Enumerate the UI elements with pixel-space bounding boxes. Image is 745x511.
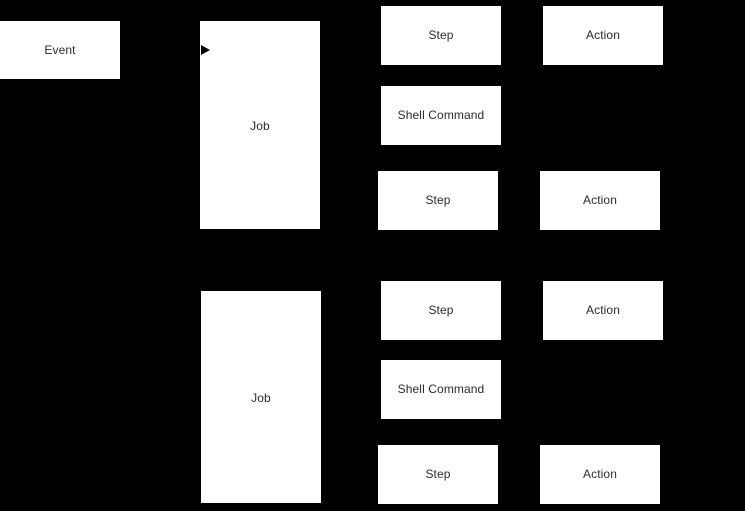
node-label-shell-1: Shell Command (397, 108, 485, 123)
node-step-2[interactable]: Step (378, 171, 498, 230)
node-label-step-1: Step (428, 28, 454, 43)
node-label-shell-2: Shell Command (397, 382, 485, 397)
node-label-job-2: Job (251, 391, 271, 405)
node-step-3[interactable]: Step (381, 281, 501, 340)
node-label-action-1: Action (586, 28, 620, 43)
node-action-2[interactable]: Action (540, 171, 660, 230)
node-label-action-2: Action (583, 193, 617, 208)
node-action-1[interactable]: Action (543, 6, 663, 65)
node-shell-1[interactable]: Shell Command (381, 86, 501, 145)
node-label-event: Event (44, 42, 76, 57)
node-event[interactable]: Event (0, 21, 120, 79)
arrow-event-to-job-1-icon (201, 45, 210, 55)
node-label-step-3: Step (428, 303, 454, 318)
node-label-job-1: Job (250, 119, 270, 133)
node-job-2[interactable]: Job (201, 291, 321, 503)
node-action-3[interactable]: Action (543, 281, 663, 340)
node-step-4[interactable]: Step (378, 445, 498, 504)
node-step-1[interactable]: Step (381, 6, 501, 65)
node-label-action-4: Action (583, 467, 617, 482)
node-job-1[interactable]: Job (200, 21, 320, 229)
node-label-action-3: Action (586, 303, 620, 318)
node-shell-2[interactable]: Shell Command (381, 360, 501, 419)
node-label-step-4: Step (425, 467, 451, 482)
node-action-4[interactable]: Action (540, 445, 660, 504)
node-label-step-2: Step (425, 193, 451, 208)
